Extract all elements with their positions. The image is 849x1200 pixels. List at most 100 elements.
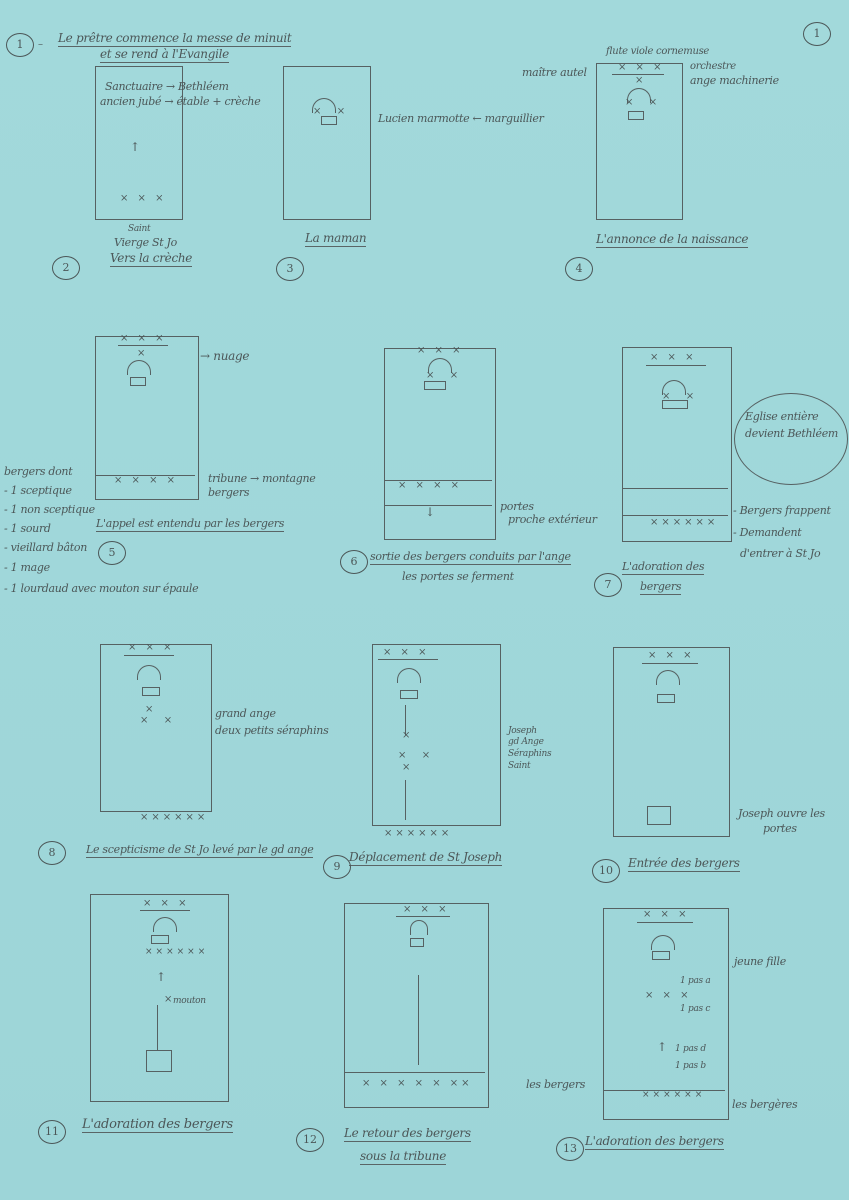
note: ange machinerie (690, 74, 779, 87)
arrow-icon (130, 140, 140, 154)
caption: La maman (305, 231, 367, 247)
stage-diagram-11 (90, 894, 229, 1102)
figure-marks (642, 1090, 705, 1100)
note: Séraphins (508, 749, 552, 759)
step-number: 6 (340, 550, 368, 574)
stage-diagram-3 (283, 66, 371, 220)
arch-shape (410, 920, 428, 935)
step-number: 9 (323, 855, 351, 879)
figure-marks (120, 333, 167, 344)
figure-marks (114, 475, 178, 486)
caption: Vers la crèche (110, 251, 193, 267)
note: Eglise entière (745, 410, 819, 423)
note: maître autel (522, 66, 587, 79)
crib-shape (628, 111, 644, 120)
figure-marks (403, 904, 450, 915)
caption: Le scepticisme de St Jo levé par le gd a… (86, 843, 314, 858)
step-number: 10 (592, 859, 620, 883)
note: Sanctuaire → Bethléem (105, 80, 229, 93)
figure-marks (145, 704, 156, 715)
figure-marks (618, 62, 665, 73)
caption: Déplacement de St Joseph (349, 850, 503, 866)
header-line-2: et se rend à l'Evangile (100, 47, 229, 63)
note: flute viole cornemuse (606, 46, 710, 57)
figure-marks (398, 480, 462, 491)
step-number: 5 (98, 541, 126, 565)
figure-marks (417, 345, 464, 356)
caption: L'annonce de la naissance (596, 232, 749, 248)
step-number: 12 (296, 1128, 324, 1152)
figure-marks (402, 730, 413, 741)
figure-marks (384, 828, 452, 839)
note: orchestre (690, 61, 736, 72)
figure-marks (402, 762, 413, 773)
figure-marks (650, 517, 718, 528)
figure-marks (645, 990, 692, 1001)
step-number: 11 (38, 1120, 66, 1144)
stage-diagram-7 (622, 347, 732, 542)
note: portes (500, 500, 534, 513)
figure-marks (398, 750, 433, 761)
figure-marks (625, 97, 660, 108)
step-number: 1 (6, 33, 34, 57)
figure-marks (426, 370, 461, 381)
stage-diagram-9 (372, 644, 501, 826)
figure-marks (145, 947, 208, 957)
step-number: 2 (52, 256, 80, 280)
note: 1 pas c (680, 1004, 711, 1014)
note: - Bergers frappent (733, 504, 831, 517)
crib-shape (410, 938, 424, 947)
page-number: 1 (803, 22, 831, 46)
caption: Le retour des bergers (344, 1126, 471, 1142)
caption: L'adoration des bergers (585, 1134, 724, 1150)
crib-shape (130, 377, 146, 386)
note: Saint (508, 761, 531, 771)
figure-marks (143, 898, 190, 909)
crib-shape (151, 935, 169, 944)
caption: sous la tribune (360, 1149, 447, 1165)
stage-diagram-4 (596, 63, 683, 220)
square-shape (146, 1050, 172, 1072)
figure-marks (362, 1078, 473, 1089)
step-number: 3 (276, 257, 304, 281)
note: - Demandent (733, 526, 802, 539)
step-number: 8 (38, 841, 66, 865)
stage-diagram-2 (95, 66, 183, 220)
note: bergers (208, 486, 250, 499)
step-number: 7 (594, 573, 622, 597)
stage-diagram-10 (613, 647, 730, 837)
caption: L'appel est entendu par les bergers (96, 517, 285, 532)
header-line-1: Le prêtre commence la messe de minuit (58, 31, 292, 47)
arrow-icon (657, 1040, 667, 1054)
figure-marks (140, 715, 175, 726)
note: gd Ange (508, 737, 544, 747)
note: devient Bethléem (745, 427, 839, 440)
note: 1 pas b (675, 1061, 706, 1071)
crib-shape (662, 400, 688, 409)
caption: les portes se ferment (402, 570, 514, 583)
figure-marks (383, 647, 430, 658)
step-number: 13 (556, 1137, 584, 1161)
crib-shape (321, 116, 337, 125)
door-shape (647, 806, 671, 825)
crib-shape (657, 694, 675, 703)
note: jeune fille (734, 955, 786, 968)
note: → nuage (200, 349, 250, 363)
note: tribune → montagne (208, 472, 316, 485)
caption: Saint (128, 224, 151, 234)
note: portes (763, 822, 797, 835)
figure-marks (140, 812, 208, 823)
figure-marks (643, 909, 690, 920)
note: ancien jubé → étable + crèche (100, 95, 261, 108)
note: les bergers (526, 1078, 586, 1091)
arrow-icon (156, 970, 166, 984)
note: mouton (173, 996, 206, 1006)
crib-shape (652, 951, 670, 960)
figure-marks (128, 642, 175, 653)
note: proche extérieur (508, 513, 597, 526)
figure-marks (648, 650, 695, 661)
note: d'entrer à St Jo (740, 547, 821, 560)
note: Joseph (508, 726, 537, 736)
figure-marks (120, 193, 167, 204)
figure-marks (635, 75, 646, 86)
